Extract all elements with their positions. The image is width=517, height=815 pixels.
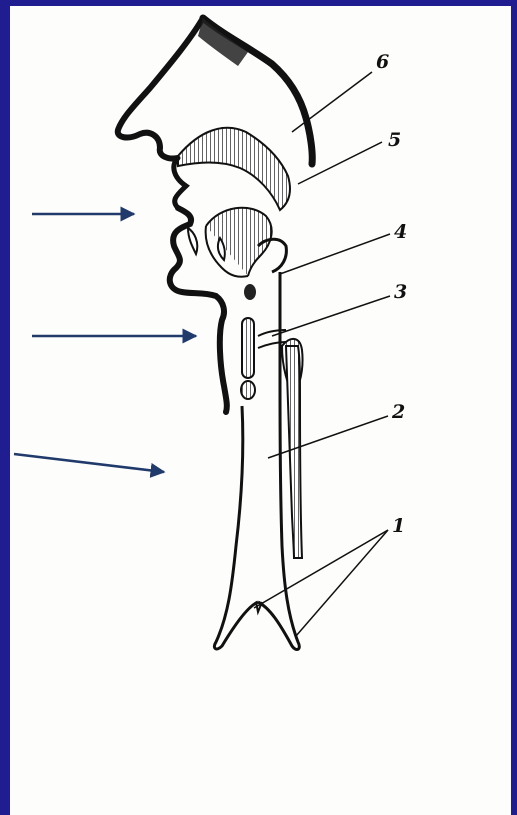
label-1: 1 [392,515,405,537]
respiratory-tract-diagram: 6 5 4 3 2 1 [10,6,511,815]
arrow-trachea [14,454,164,472]
pointer-arrows [14,214,196,472]
trachea [214,272,302,649]
label-4: 4 [394,221,407,243]
diagram-canvas: 6 5 4 3 2 1 [10,6,511,815]
nasal-cavity [118,18,312,210]
oral-cavity [170,208,272,412]
part-labels: 6 5 4 3 2 1 [376,51,407,537]
label-3: 3 [394,281,407,303]
label-2: 2 [391,401,405,423]
label-6: 6 [376,51,389,73]
label-5: 5 [388,129,401,151]
